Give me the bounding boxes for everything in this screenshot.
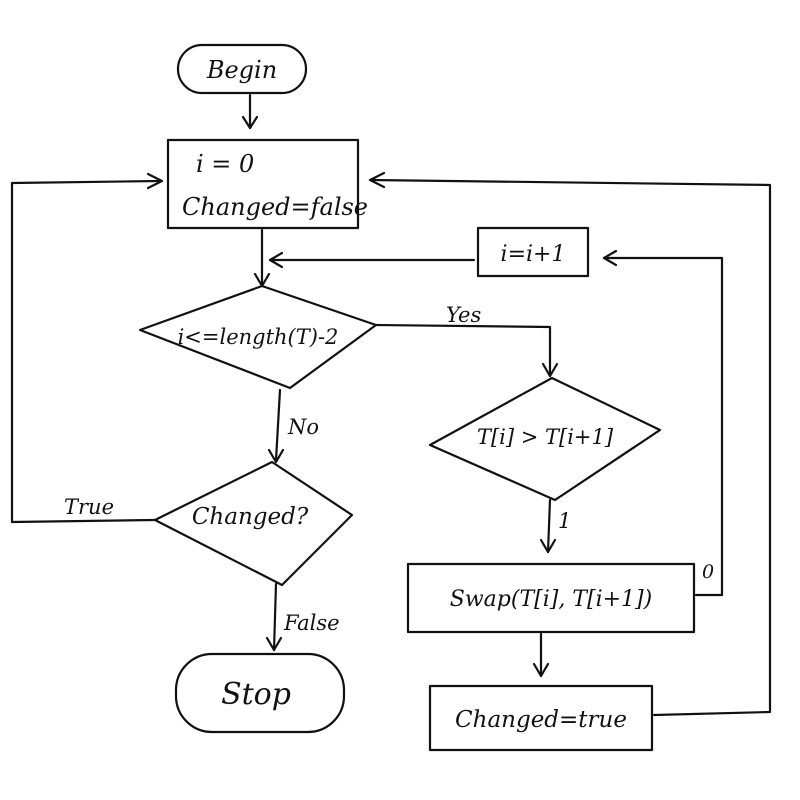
init-line1: i = 0 [196, 150, 254, 178]
compare-false-label: 0 [702, 561, 714, 583]
begin-node: Begin [176, 43, 308, 95]
begin-label: Begin [206, 56, 277, 84]
increment-box [476, 226, 590, 278]
increment-label: i=i+1 [501, 242, 566, 267]
arrowhead-yes-branch [541, 362, 559, 378]
arrowhead-set-changed-to-init [368, 171, 386, 189]
init-node: i = 0 Changed=false [166, 138, 368, 230]
loop-condition-label: i<=length(T)-2 [178, 325, 339, 349]
arrowhead-no-branch [267, 448, 285, 464]
arrow-false-to-stop [272, 582, 278, 652]
arrow-compare-to-swap [546, 498, 552, 554]
compare-node: T[i] > T[i+1] [428, 376, 662, 502]
arrow-yes-branch [374, 323, 552, 378]
no-label: No [287, 415, 319, 439]
stop-label: Stop [221, 677, 291, 712]
arrowhead-true-to-init [146, 172, 164, 190]
loop-condition-node: i<=length(T)-2 [138, 284, 378, 390]
stop-node: Stop [174, 652, 346, 734]
set-changed-box [428, 684, 654, 752]
arrow-true-to-init [10, 179, 162, 524]
stop-shape [174, 652, 346, 734]
arrowhead-compare-to-swap [539, 538, 557, 554]
changed-check-label: Changed? [192, 504, 309, 530]
arrow-set-changed-to-init [370, 178, 772, 717]
swap-label: Swap(T[i], T[i+1]) [450, 587, 652, 612]
yes-label: Yes [446, 303, 481, 327]
arrowhead-swap-to-set-changed [532, 662, 550, 678]
compare-label: T[i] > T[i+1] [477, 425, 614, 449]
init-box [166, 138, 360, 230]
true-label: True [64, 495, 114, 519]
arrowhead-false-to-stop [265, 636, 283, 652]
changed-check-diamond [153, 460, 354, 587]
swap-box [406, 562, 696, 634]
compare-diamond [428, 376, 662, 502]
changed-check-node: Changed? [153, 460, 354, 587]
arrowhead-compare-false-to-increment [602, 249, 618, 267]
increment-node: i=i+1 [476, 226, 590, 278]
set-changed-label: Changed=true [455, 707, 627, 733]
set-changed-node: Changed=true [428, 684, 654, 752]
arrowhead-begin-to-init [241, 115, 259, 130]
begin-shape [176, 43, 308, 95]
arrowhead-increment-to-condition [268, 251, 284, 269]
init-line2: Changed=false [182, 193, 368, 221]
swap-node: Swap(T[i], T[i+1]) [406, 562, 696, 634]
compare-true-label: 1 [558, 509, 571, 533]
false-label: False [283, 611, 340, 635]
arrow-compare-false-to-increment [602, 256, 724, 597]
arrow-no-branch [274, 388, 282, 462]
